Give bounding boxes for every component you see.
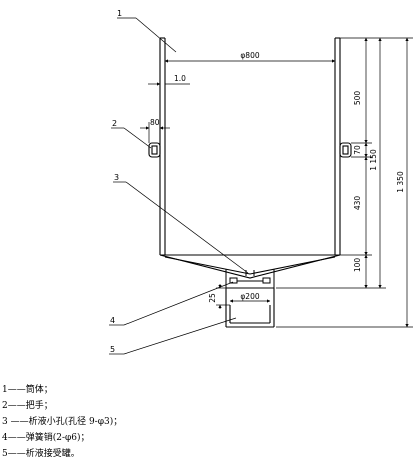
separator-tank-diagram: φ800 1.0 80 500 70 430 100 1 150 1 350 — [109, 9, 413, 355]
handle-left — [148, 142, 161, 158]
dim-upper-height-label: 500 — [353, 91, 362, 106]
dim-body-diameter-label: φ800 — [240, 51, 259, 60]
leader-lines — [109, 17, 249, 355]
outlet-neck — [225, 269, 275, 289]
spring-pin-right — [262, 277, 271, 284]
handle-right — [339, 142, 352, 158]
legend-item: 1——筒体； — [2, 385, 53, 395]
dim-handle-height-label: 70 — [353, 145, 362, 155]
dim-handle-width — [140, 122, 170, 143]
callout-2: 2 — [112, 119, 117, 128]
dim-receiver-diameter-label: φ200 — [240, 292, 259, 301]
callout-1: 1 — [117, 9, 122, 18]
dim-lower-height-label: 430 — [353, 196, 362, 211]
cone-bottom — [159, 254, 341, 279]
legend-item: 3 ——析液小孔(孔径 9-φ3)； — [2, 417, 123, 427]
tank-body — [159, 37, 341, 256]
legend-item: 4——弹簧销(2-φ6)； — [2, 433, 90, 443]
dim-overall-label: 1 350 — [396, 171, 405, 193]
callout-5: 5 — [110, 345, 115, 354]
receiving-jar — [225, 288, 275, 328]
legend-item: 5——析液接受罐。 — [2, 449, 80, 459]
dim-body-total-label: 1 150 — [369, 149, 378, 171]
dim-receiver-height-label: 25 — [208, 293, 217, 303]
dim-cone-height-label: 100 — [353, 258, 362, 273]
spring-pin-left — [229, 277, 238, 284]
parts-legend: 1——筒体； 2——把手； 3 ——析液小孔(孔径 9-φ3)； 4——弹簧销(… — [2, 382, 302, 462]
legend-item: 2——把手； — [2, 401, 53, 411]
dim-wall-thickness-label: 1.0 — [174, 74, 186, 83]
dim-chain-right — [276, 37, 413, 328]
callout-4: 4 — [110, 316, 115, 325]
dim-handle-width-label: 80 — [150, 118, 160, 127]
callout-3: 3 — [114, 173, 119, 182]
